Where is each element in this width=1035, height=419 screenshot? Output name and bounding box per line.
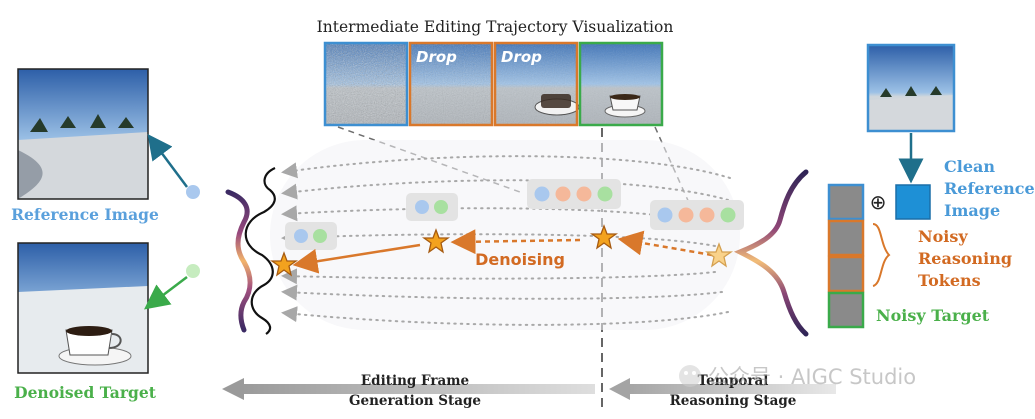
stack-target-token [827,291,865,329]
watermark: 公众号 · AIGC Studio [679,365,916,389]
reference-image [17,68,149,200]
noisy-label-line1: Noisy [918,227,968,246]
trajectory-band [270,140,740,330]
stack-reasoning-token-1 [827,219,865,257]
token-stack [827,183,865,329]
stage-arrows [222,378,836,400]
denoising-path [292,229,713,274]
watermark-text: 公众号 · AIGC Studio [708,365,916,389]
clean-label-line2: Reference [944,179,1035,198]
right-distribution [733,169,809,337]
clean-reference-source [866,43,956,133]
editing-stage-line2: Generation Stage [349,393,481,409]
star-3 [589,224,619,250]
token-pill-3 [527,179,621,209]
frame-3-drop-label: Drop [501,48,542,66]
left-distribution [225,167,276,335]
frame-2-drop-label: Drop [416,48,457,66]
denoised-target-image [17,242,149,374]
trajectory-frames: Drop Drop [323,41,664,127]
target-token-dot [186,264,200,278]
noisy-label-line2: Reasoning [918,249,1012,268]
denoising-label: Denoising [475,250,565,269]
frame-4 [578,41,664,127]
token-pill-2 [406,193,458,221]
star-4 [704,242,734,268]
trajectory-title: Intermediate Editing Trajectory Visualiz… [317,18,674,36]
clean-reference-token [895,184,931,220]
reasoning-stage-line2: Reasoning Stage [670,393,797,409]
reference-token-dot [186,185,200,199]
frame-3: Drop [493,41,580,127]
denoised-target-label: Denoised Target [14,383,157,402]
noisy-label-line3: Tokens [918,271,981,290]
clean-label-line3: Image [944,201,1000,220]
star-1 [269,251,299,277]
stack-reference-token [827,183,865,221]
reasoning-stage-line1: Temporal [698,373,769,389]
reference-image-label: Reference Image [11,205,159,224]
reasoning-brace [872,223,891,287]
token-pill-1 [285,222,337,250]
target-arrow [144,276,188,310]
editing-stage-line1: Editing Frame [361,373,469,389]
star-2 [421,228,451,254]
trajectory-stars [269,224,734,277]
noisy-target-label: Noisy Target [876,306,990,325]
stack-reasoning-token-2 [827,255,865,293]
frame-1 [323,41,409,127]
oplus-symbol: ⊕ [870,190,887,214]
token-pill-4 [650,200,744,230]
reference-arrow [147,133,189,188]
frame-2: Drop [408,41,494,127]
clean-label-line1: Clean [944,157,995,176]
